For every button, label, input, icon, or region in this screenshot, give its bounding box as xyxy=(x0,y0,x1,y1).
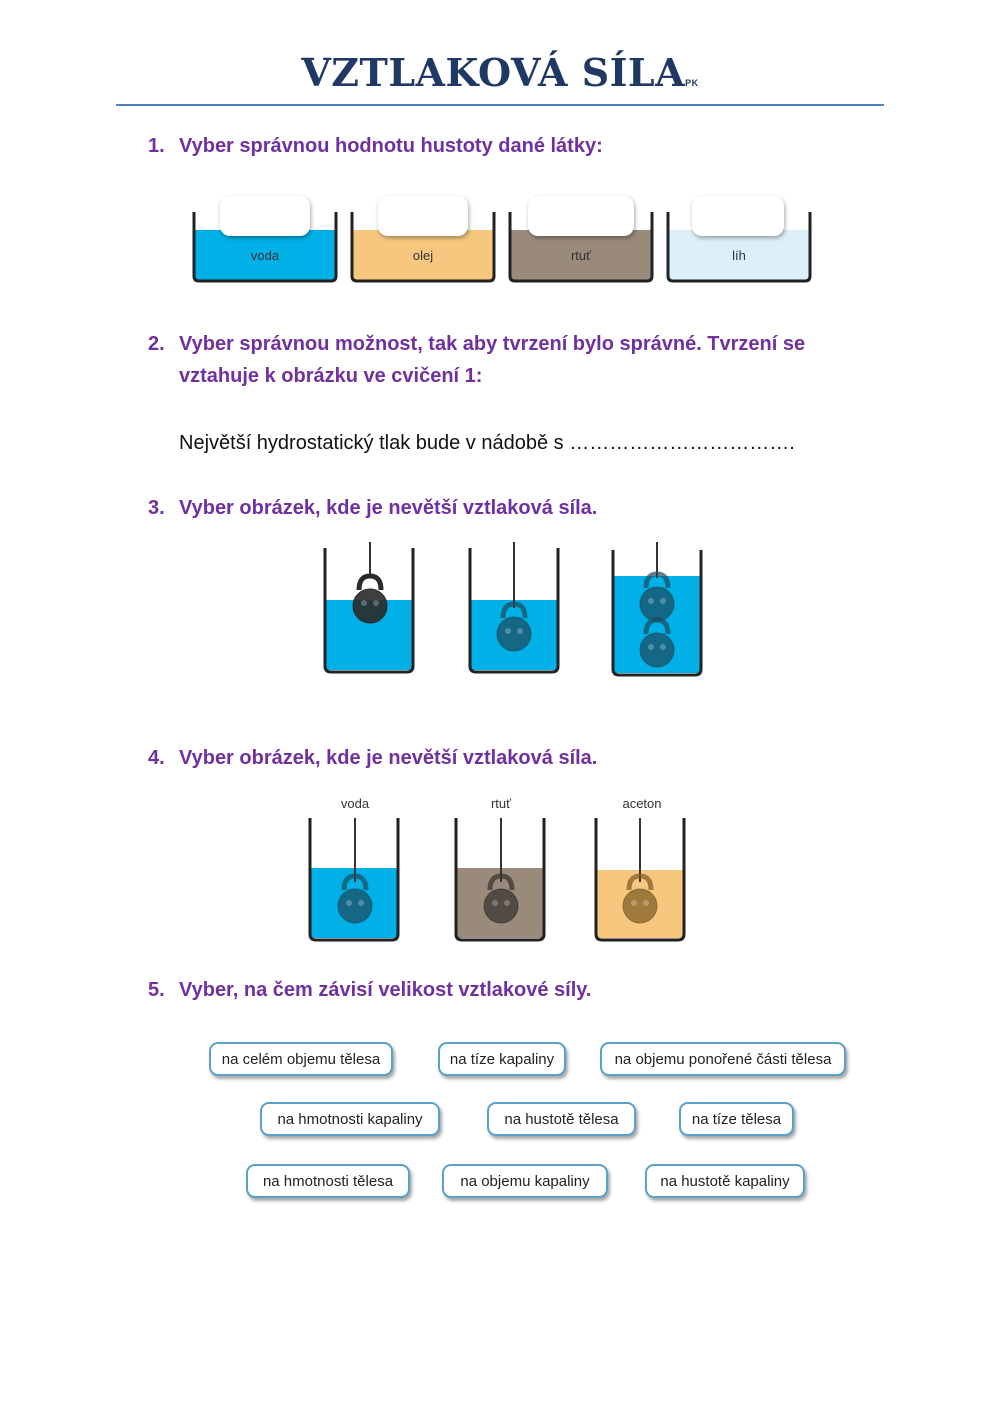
answer-slot-2[interactable] xyxy=(378,196,468,236)
question-4-text: Vyber obrázek, kde je nevětší vztlaková … xyxy=(179,747,598,769)
beaker-aceton[interactable]: aceton xyxy=(594,796,686,942)
question-2-number: 2. xyxy=(148,333,165,355)
liquid-voda xyxy=(194,230,336,280)
label-rtut: rtuť xyxy=(571,248,591,263)
question-5: 5. Vyber, na čem závisí velikost vztlako… xyxy=(148,974,868,1006)
label-voda: voda xyxy=(251,248,280,263)
vessel-aceton xyxy=(594,818,686,942)
vessel-c xyxy=(611,550,703,677)
vessel-rtut xyxy=(454,818,546,942)
question-2-text: Vyber správnou možnost, tak aby tvrzení … xyxy=(179,333,806,387)
buoyancy-beakers-2: voda rtuť aceton xyxy=(308,796,686,942)
question-4-number: 4. xyxy=(148,747,165,769)
page-title-text: VZTLAKOVÁ SÍLA xyxy=(301,50,686,95)
option-token[interactable]: na objemu kapaliny xyxy=(442,1164,608,1198)
option-token[interactable]: na hmotnosti kapaliny xyxy=(260,1102,440,1136)
question-4: 4. Vyber obrázek, kde je nevětší vztlako… xyxy=(148,742,868,774)
question-2: 2. Vyber správnou možnost, tak aby tvrze… xyxy=(148,328,868,392)
container-rtut: rtuť xyxy=(508,196,654,283)
container-lih: líh xyxy=(666,196,812,283)
answer-slot-4[interactable] xyxy=(692,196,784,236)
beaker-option-b[interactable] xyxy=(468,542,560,674)
liquid-olej xyxy=(352,230,494,280)
option-token[interactable]: na tíze kapaliny xyxy=(438,1042,566,1076)
question-3-text: Vyber obrázek, kde je nevětší vztlaková … xyxy=(179,497,598,519)
liquid-lih xyxy=(668,230,810,280)
title-divider xyxy=(116,104,884,106)
answer-slot-3[interactable] xyxy=(528,196,634,236)
vessel-voda xyxy=(308,818,400,942)
option-token[interactable]: na hustotě kapaliny xyxy=(645,1164,805,1198)
question-1-number: 1. xyxy=(148,135,165,157)
vessel-b xyxy=(468,548,560,674)
container-olej: olej xyxy=(350,196,496,283)
container-voda: voda xyxy=(192,196,338,283)
label-olej: olej xyxy=(413,248,433,263)
author-mark: PK xyxy=(685,78,699,88)
vessel-a xyxy=(323,548,415,674)
answer-slot-1[interactable] xyxy=(220,196,310,236)
beaker-option-a[interactable] xyxy=(323,542,415,674)
label-lih: líh xyxy=(732,248,746,263)
question-5-number: 5. xyxy=(148,979,165,1001)
buoyancy-beakers-1 xyxy=(323,542,703,677)
beaker-label-rtut: rtuť xyxy=(491,796,511,811)
option-token[interactable]: na hmotnosti tělesa xyxy=(246,1164,410,1198)
option-token[interactable]: na celém objemu tělesa xyxy=(209,1042,393,1076)
question-3-number: 3. xyxy=(148,497,165,519)
question-1: 1. Vyber správnou hodnotu hustoty dané l… xyxy=(148,130,868,162)
option-token[interactable]: na objemu ponořené části tělesa xyxy=(600,1042,846,1076)
vessel-voda xyxy=(192,212,338,283)
question-1-text: Vyber správnou hodnotu hustoty dané látk… xyxy=(179,135,603,157)
option-token[interactable]: na tíze tělesa xyxy=(679,1102,794,1136)
page-title: VZTLAKOVÁ SÍLAPK xyxy=(0,50,1000,95)
vessel-rtut xyxy=(508,212,654,283)
question-3: 3. Vyber obrázek, kde je nevětší vztlako… xyxy=(148,492,868,524)
fill-in-statement[interactable]: Největší hydrostatický tlak bude v nádob… xyxy=(179,432,795,454)
option-token[interactable]: na hustotě tělesa xyxy=(487,1102,636,1136)
beaker-label-voda: voda xyxy=(341,796,370,811)
vessel-olej xyxy=(350,212,496,283)
question-5-text: Vyber, na čem závisí velikost vztlakové … xyxy=(179,979,592,1001)
beaker-option-c[interactable] xyxy=(611,542,703,677)
beaker-voda[interactable]: voda xyxy=(308,796,400,942)
answer-options: na celém objemu tělesa na tíze kapaliny … xyxy=(200,1025,860,1225)
beaker-rtut[interactable]: rtuť xyxy=(454,796,546,942)
kettlebell-icon xyxy=(353,576,387,623)
density-containers: voda olej rtuť líh xyxy=(192,196,812,283)
vessel-lih xyxy=(666,212,812,283)
beaker-label-aceton: aceton xyxy=(622,796,661,811)
liquid-rtut xyxy=(510,230,652,280)
